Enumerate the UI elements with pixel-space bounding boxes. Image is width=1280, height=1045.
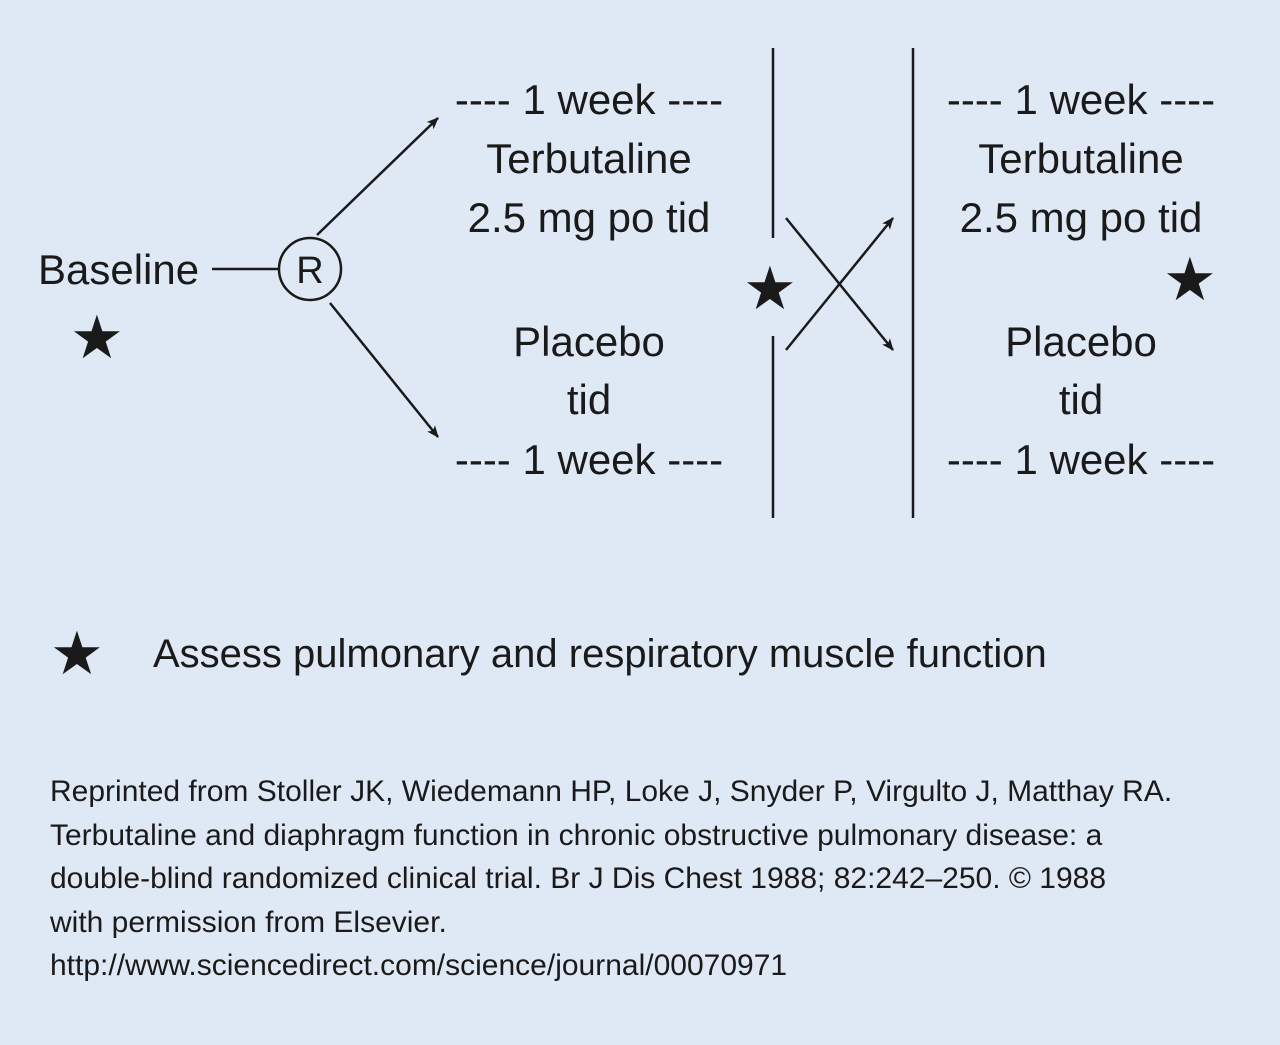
period2-drug-dose: 2.5 mg po tid	[960, 194, 1203, 241]
randomization-label: R	[296, 250, 323, 292]
citation: Reprinted from Stoller JK, Wiedemann HP,…	[50, 770, 1250, 988]
period2-bottom-duration: ---- 1 week ----	[947, 436, 1215, 483]
period1-top-duration: ---- 1 week ----	[455, 76, 723, 123]
period2-placebo-dose: tid	[1059, 376, 1103, 423]
arrow-to-terbutaline	[316, 117, 439, 236]
baseline-label: Baseline	[38, 246, 199, 293]
citation-url: http://www.sciencedirect.com/science/jou…	[50, 949, 788, 982]
period1-drug-name: Terbutaline	[486, 135, 691, 182]
period2-top-duration: ---- 1 week ----	[947, 76, 1215, 123]
period1-drug-dose: 2.5 mg po tid	[468, 194, 711, 241]
final-star-icon: ★	[1163, 245, 1217, 315]
legend-star-icon: ★	[50, 619, 104, 689]
citation-line: Reprinted from Stoller JK, Wiedemann HP,…	[50, 775, 1173, 808]
randomization-circle	[277, 236, 343, 302]
citation-line: with permission from Elsevier.	[50, 905, 447, 939]
legend-text: Assess pulmonary and respiratory muscle …	[153, 632, 1047, 676]
citation-line: double-blind randomized clinical trial. …	[50, 862, 1107, 895]
baseline-star-icon: ★	[70, 303, 124, 373]
crossover-arrow-down	[785, 217, 894, 351]
period1-placebo-name: Placebo	[513, 318, 665, 365]
citation-line: Terbutaline and diaphragm function in ch…	[50, 818, 1103, 852]
period2-placebo-name: Placebo	[1005, 318, 1157, 365]
period1-bottom-duration: ---- 1 week ----	[455, 436, 723, 483]
arrow-to-placebo	[329, 302, 439, 438]
period2-drug-name: Terbutaline	[978, 135, 1183, 182]
period1-placebo-dose: tid	[567, 376, 611, 423]
crossover-star-icon: ★	[743, 254, 797, 324]
